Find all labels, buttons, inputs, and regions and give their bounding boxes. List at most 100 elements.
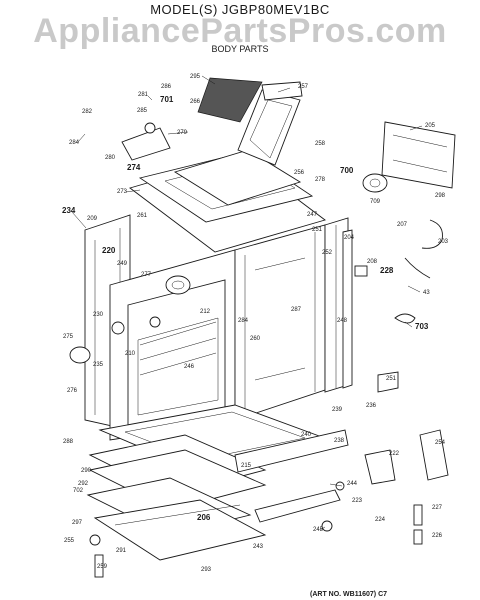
part-label: 701 xyxy=(160,95,174,104)
part-280-assembly xyxy=(121,127,171,161)
part-label: 251 xyxy=(386,376,397,382)
part-228-box xyxy=(354,265,368,277)
part-230-knob xyxy=(111,321,125,335)
part-label: 266 xyxy=(190,99,201,105)
part-label: 205 xyxy=(425,123,436,129)
part-label: 208 xyxy=(367,259,378,265)
part-label: 258 xyxy=(315,141,326,147)
part-label: 209 xyxy=(87,216,98,222)
part-295-insulation xyxy=(197,77,263,123)
part-label: 257 xyxy=(298,84,309,90)
part-243-panel xyxy=(254,489,341,523)
part-244-nut xyxy=(335,481,345,491)
watermark: AppliancePartsPros.com xyxy=(33,12,447,50)
part-label: 212 xyxy=(200,309,211,315)
part-label: 292 xyxy=(78,481,89,487)
part-label: 286 xyxy=(161,84,172,90)
oven-body-drawing xyxy=(69,77,456,578)
part-label: 220 xyxy=(102,246,116,255)
part-203-cord xyxy=(421,219,443,249)
art-number: (ART NO. WB11607) C7 xyxy=(310,591,388,598)
part-label: 280 xyxy=(105,155,116,161)
part-label: 287 xyxy=(291,307,302,313)
part-label: 255 xyxy=(64,538,75,544)
part-251-bracket xyxy=(377,371,399,393)
part-label: 244 xyxy=(347,481,358,487)
part-label: 226 xyxy=(432,533,443,539)
part-278-panel xyxy=(173,149,302,206)
part-label: 273 xyxy=(117,189,128,195)
part-label: 215 xyxy=(241,463,252,469)
part-label: 223 xyxy=(352,498,363,504)
part-label: 240 xyxy=(301,432,312,438)
part-label: 222 xyxy=(389,451,400,457)
part-labels: 295 257 281 286 701 266 282 285 279 284 … xyxy=(62,74,449,573)
part-label: 227 xyxy=(432,505,443,511)
part-label: 246 xyxy=(184,364,195,370)
part-275-lamp xyxy=(69,346,91,364)
part-label: 207 xyxy=(397,222,408,228)
part-label: 206 xyxy=(197,513,211,522)
right-side xyxy=(234,224,326,421)
part-709-cover xyxy=(362,173,388,193)
part-label: 261 xyxy=(137,213,148,219)
leader-lines xyxy=(71,75,423,531)
part-215-trim xyxy=(234,429,349,473)
part-label: 254 xyxy=(435,440,446,446)
part-245-foot xyxy=(321,520,333,532)
part-label: 230 xyxy=(93,312,104,318)
part-label: 252 xyxy=(322,250,333,256)
part-label: 298 xyxy=(435,193,446,199)
part-label: 288 xyxy=(63,439,74,445)
part-label: 281 xyxy=(138,92,149,98)
part-label: 248 xyxy=(337,318,348,324)
burner-opening xyxy=(165,275,191,295)
part-226-spring xyxy=(413,529,423,545)
part-label: 245 xyxy=(313,527,324,533)
part-label: 256 xyxy=(294,170,305,176)
part-label: 204 xyxy=(344,235,355,241)
part-label: 279 xyxy=(177,130,188,136)
part-label: 239 xyxy=(332,407,343,413)
part-label: 274 xyxy=(127,163,141,172)
part-label: 203 xyxy=(438,239,449,245)
part-label: 43 xyxy=(423,290,430,296)
part-label: 293 xyxy=(201,567,212,573)
part-label: 224 xyxy=(375,517,386,523)
part-label: 282 xyxy=(82,109,93,115)
part-label: 291 xyxy=(116,548,127,554)
part-label: 284 xyxy=(69,140,80,146)
part-43-wire xyxy=(404,257,431,279)
section-title: BODY PARTS xyxy=(211,44,269,54)
oven-opening xyxy=(127,279,226,429)
part-label: 249 xyxy=(117,261,128,267)
part-205-panel xyxy=(381,121,456,189)
part-label: 703 xyxy=(415,322,429,331)
part-label: 284 xyxy=(238,318,249,324)
part-255-leveler xyxy=(89,534,101,546)
part-label: 247 xyxy=(307,212,318,218)
part-label: 709 xyxy=(370,199,381,205)
part-label: 210 xyxy=(125,351,136,357)
part-257-vent xyxy=(237,89,301,166)
part-label: 238 xyxy=(334,438,345,444)
part-label: 243 xyxy=(253,544,264,550)
part-label: 236 xyxy=(366,403,377,409)
part-label: 278 xyxy=(315,177,326,183)
part-254-hinge xyxy=(419,429,449,481)
model-title: MODEL(S) JGBP80MEV1BC xyxy=(150,2,330,17)
part-259-leg xyxy=(94,554,104,578)
part-label: 251 xyxy=(312,227,323,233)
part-label: 260 xyxy=(250,336,261,342)
part-label: 297 xyxy=(72,520,83,526)
part-label: 290 xyxy=(81,468,92,474)
part-label: 295 xyxy=(190,74,201,80)
part-293-base xyxy=(93,499,267,561)
part-703-clip xyxy=(394,313,416,324)
part-label: 235 xyxy=(93,362,104,368)
part-label: 234 xyxy=(62,206,76,215)
part-227-spring xyxy=(413,504,423,526)
part-285-circle xyxy=(144,122,156,134)
part-label: 702 xyxy=(73,488,84,494)
